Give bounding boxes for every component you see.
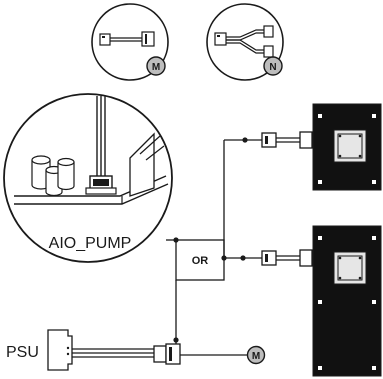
cable-n-badge: N (263, 56, 283, 76)
top-cooling-block (312, 103, 382, 191)
capacitor-icon (31, 155, 75, 197)
memory-slot-icon (129, 132, 165, 197)
aio-pump-label: AIO_PUMP (49, 235, 132, 252)
aio-pump-header (85, 96, 117, 195)
psu-label: PSU (6, 344, 39, 361)
top-pump-connector (261, 131, 313, 149)
junction-dot (242, 137, 248, 143)
junction-dot (221, 255, 227, 261)
bottom-cooling-block (312, 225, 382, 377)
cable-m-detail: M (91, 3, 169, 81)
junction-dot (173, 337, 179, 343)
cable-n-label: N (269, 62, 276, 73)
junction-dot (240, 255, 246, 261)
psu-badge-label: M (252, 351, 260, 362)
bottom-pump-connector (261, 249, 313, 267)
or-label: OR (192, 255, 209, 267)
cable-n-detail: N (206, 3, 284, 81)
wiring (166, 139, 262, 351)
junction-dot (173, 237, 179, 243)
cable-m-badge: M (146, 56, 166, 76)
psu-cable: M (47, 329, 266, 371)
psu-cable-badge: M (246, 345, 266, 365)
cable-m-label: M (152, 62, 160, 73)
motherboard-zoom: AIO_PUMP (3, 93, 173, 263)
